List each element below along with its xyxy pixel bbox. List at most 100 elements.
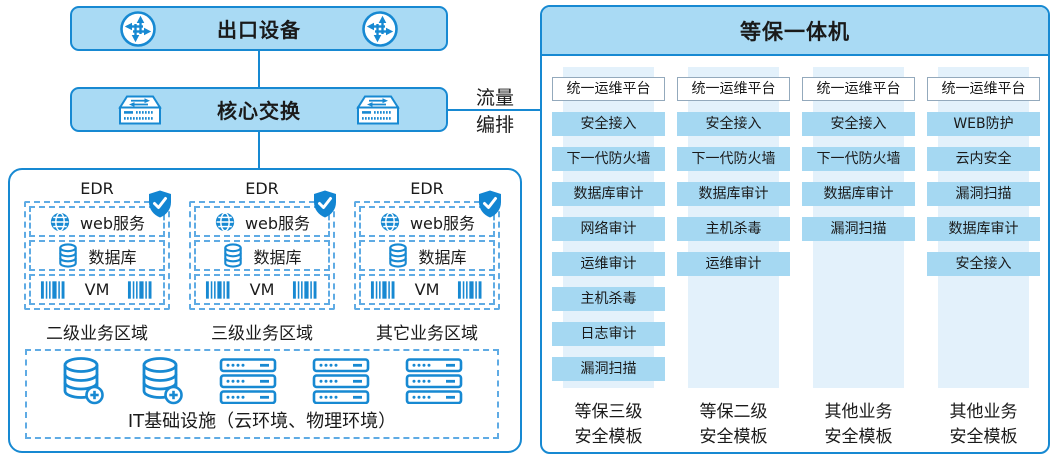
template-caption: 等保二级 安全模板 <box>677 400 790 450</box>
core-switch-node: 核心交换 <box>70 87 448 132</box>
zone-caption: 其它业务区域 <box>376 324 478 344</box>
infrastructure-caption: IT基础设施（云环境、物理环境） <box>127 411 397 432</box>
chip-stack: 统一运维平台 安全接入 下一代防火墙 数据库审计 漏洞扫描 <box>802 77 915 241</box>
chip: 云内安全 <box>927 147 1040 171</box>
chip-stack: 统一运维平台 WEB防护 云内安全 漏洞扫描 数据库审计 安全接入 <box>927 77 1040 276</box>
web-service-row: web服务 <box>194 206 330 237</box>
shield-check-icon <box>476 189 504 219</box>
chip: 数据库审计 <box>802 182 915 206</box>
dengbao-appliance-panel: 等保一体机 统一运维平台 安全接入 下一代防火墙 数据库审计 网络审计 运维审计… <box>540 5 1050 454</box>
vm-row: VM <box>359 274 495 305</box>
chip-stack: 统一运维平台 安全接入 下一代防火墙 数据库审计 网络审计 运维审计 主机杀毒 … <box>552 77 665 381</box>
traffic-label-line2: 编排 <box>475 114 514 136</box>
web-service-row: web服务 <box>29 206 165 237</box>
globe-icon <box>214 211 236 233</box>
barcode-icon <box>292 280 319 299</box>
web-service-label: web服务 <box>244 213 311 233</box>
edr-label: EDR <box>245 179 279 198</box>
database-label: 数据库 <box>253 247 302 267</box>
it-infrastructure-box: IT基础设施（云环境、物理环境） <box>25 349 499 439</box>
globe-icon <box>49 211 71 233</box>
chip-ops-platform: 统一运维平台 <box>927 77 1040 101</box>
edr-label: EDR <box>410 179 444 198</box>
chip-ops-platform: 统一运维平台 <box>802 77 915 101</box>
shield-check-icon <box>146 189 174 219</box>
caption-line2: 安全模板 <box>949 427 1018 447</box>
database-row: 数据库 <box>194 240 330 271</box>
chip: 数据库审计 <box>552 182 665 206</box>
chip: 漏洞扫描 <box>802 217 915 241</box>
zone-column-other: EDR web服务 数据库 VM 其它业务区域 <box>354 178 503 344</box>
database-row: 数据库 <box>29 240 165 271</box>
zone-caption: 二级业务区域 <box>46 324 148 344</box>
chip: 主机杀毒 <box>552 287 665 311</box>
router-icon <box>118 9 158 49</box>
chip: 运维审计 <box>552 252 665 276</box>
chip: 安全接入 <box>552 112 665 136</box>
zone-box: web服务 数据库 VM <box>189 189 338 310</box>
chip: 下一代防火墙 <box>802 147 915 171</box>
zone-caption: 三级业务区域 <box>211 324 313 344</box>
chip: 漏洞扫描 <box>552 357 665 381</box>
caption-line1: 等保二级 <box>699 402 768 422</box>
caption-line2: 安全模板 <box>574 427 643 447</box>
chip: 网络审计 <box>552 217 665 241</box>
chip: 安全接入 <box>927 252 1040 276</box>
chip: WEB防护 <box>927 112 1040 136</box>
caption-line1: 等保三级 <box>574 402 643 422</box>
database-plus-icon <box>60 357 106 405</box>
zone-column-level3: EDR web服务 数据库 VM 三级业务区域 <box>189 178 338 344</box>
appliance-header: 等保一体机 <box>542 7 1048 56</box>
template-column-level3: 统一运维平台 安全接入 下一代防火墙 数据库审计 网络审计 运维审计 主机杀毒 … <box>552 56 665 452</box>
traffic-orchestration-label: 流量 编排 <box>452 85 538 139</box>
chip: 日志审计 <box>552 322 665 346</box>
template-caption: 其他业务 安全模板 <box>802 400 915 450</box>
traffic-label-line1: 流量 <box>475 87 514 109</box>
database-icon <box>387 243 409 268</box>
globe-icon <box>379 211 401 233</box>
chip: 运维审计 <box>677 252 790 276</box>
appliance-body: 统一运维平台 安全接入 下一代防火墙 数据库审计 网络审计 运维审计 主机杀毒 … <box>542 56 1048 452</box>
chip-ops-platform: 统一运维平台 <box>552 77 665 101</box>
template-caption: 其他业务 安全模板 <box>927 400 1040 450</box>
server-rack-icon <box>404 358 464 404</box>
database-plus-icon <box>139 357 185 405</box>
shield-check-icon <box>311 189 339 219</box>
barcode-icon <box>457 280 484 299</box>
exit-device-label: 出口设备 <box>217 18 301 42</box>
template-column-other2: 统一运维平台 WEB防护 云内安全 漏洞扫描 数据库审计 安全接入 其他业务 安… <box>927 56 1040 452</box>
chip-ops-platform: 统一运维平台 <box>677 77 790 101</box>
database-label: 数据库 <box>88 247 137 267</box>
chip: 下一代防火墙 <box>677 147 790 171</box>
web-service-label: web服务 <box>409 213 476 233</box>
chip: 数据库审计 <box>677 182 790 206</box>
business-zones-panel: EDR web服务 数据库 VM 二级业务区域 <box>8 168 522 453</box>
caption-line1: 其他业务 <box>824 402 893 422</box>
vm-row: VM <box>29 274 165 305</box>
barcode-icon <box>127 280 154 299</box>
web-service-row: web服务 <box>359 206 495 237</box>
infrastructure-icons <box>27 357 497 405</box>
switch-icon <box>118 94 162 125</box>
caption-line2: 安全模板 <box>699 427 768 447</box>
database-row: 数据库 <box>359 240 495 271</box>
exit-device-node: 出口设备 <box>70 6 448 51</box>
database-icon <box>57 243 79 268</box>
web-service-label: web服务 <box>79 213 146 233</box>
appliance-title: 等保一体机 <box>740 19 850 44</box>
vm-label: VM <box>249 280 275 299</box>
chip: 主机杀毒 <box>677 217 790 241</box>
barcode-icon <box>370 280 397 299</box>
zone-box: web服务 数据库 VM <box>354 189 503 310</box>
zone-box: web服务 数据库 VM <box>24 189 173 310</box>
zone-column-level2: EDR web服务 数据库 VM 二级业务区域 <box>24 178 173 344</box>
template-caption: 等保三级 安全模板 <box>552 400 665 450</box>
template-column-other1: 统一运维平台 安全接入 下一代防火墙 数据库审计 漏洞扫描 其他业务 安全模板 <box>802 56 915 452</box>
vm-label: VM <box>414 280 440 299</box>
caption-line1: 其他业务 <box>949 402 1018 422</box>
server-rack-icon <box>311 358 371 404</box>
vm-label: VM <box>84 280 110 299</box>
chip: 安全接入 <box>802 112 915 136</box>
chip: 数据库审计 <box>927 217 1040 241</box>
